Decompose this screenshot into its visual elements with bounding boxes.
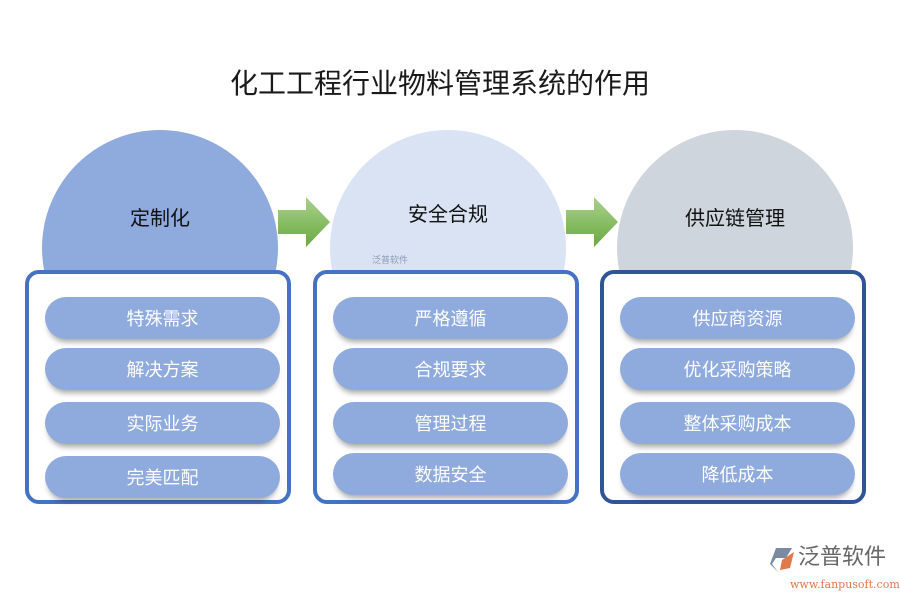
item-pill: 实际业务 xyxy=(45,402,280,444)
item-pill: 优化采购策略 xyxy=(620,348,855,390)
logo-icon xyxy=(770,548,794,572)
item-pill: 解决方案 xyxy=(45,348,280,390)
item-pill: 特殊需求 xyxy=(45,297,280,339)
box-customization: 特殊需求 解决方案 实际业务 完美匹配 xyxy=(25,270,291,504)
logo-url: www.fanpusoft.com xyxy=(790,578,900,591)
watermark: 泛普软件 xyxy=(372,256,409,266)
item-pill: 降低成本 xyxy=(620,453,855,495)
circle-label: 安全合规 xyxy=(408,202,488,226)
logo-name: 泛普软件 xyxy=(798,545,887,570)
item-pill: 合规要求 xyxy=(333,348,568,390)
brand-logo: 泛普软件 www.fanpusoft.com xyxy=(768,546,900,591)
arrow-right-icon xyxy=(278,197,330,247)
arrow-right-icon xyxy=(566,197,618,247)
box-compliance: 严格遵循 合规要求 管理过程 数据安全 xyxy=(313,270,579,504)
item-pill: 严格遵循 xyxy=(333,297,568,339)
item-pill: 数据安全 xyxy=(333,453,568,495)
item-pill: 整体采购成本 xyxy=(620,402,855,444)
circle-label: 定制化 xyxy=(130,206,190,230)
item-pill: 供应商资源 xyxy=(620,297,855,339)
box-supply-chain: 供应商资源 优化采购策略 整体采购成本 降低成本 xyxy=(600,270,866,504)
page-title: 化工工程行业物料管理系统的作用 xyxy=(229,67,650,100)
item-pill: 完美匹配 xyxy=(45,456,280,498)
circle-label: 供应链管理 xyxy=(685,206,785,230)
item-pill: 管理过程 xyxy=(333,402,568,444)
